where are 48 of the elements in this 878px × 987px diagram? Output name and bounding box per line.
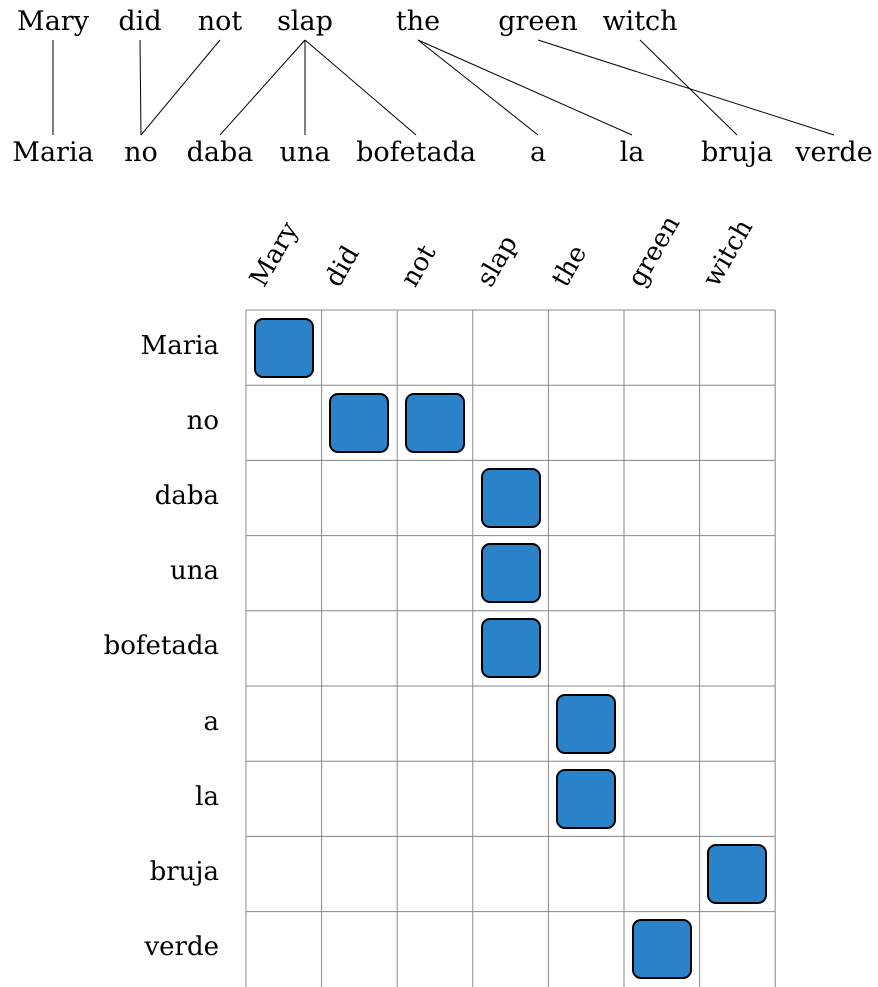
word-label: the (396, 6, 440, 38)
alignment-square (632, 919, 692, 980)
column-header: the (546, 240, 594, 292)
alignment-square (556, 768, 616, 829)
word-label: no (124, 137, 158, 169)
word-label: verde (795, 137, 873, 169)
row-header: a (203, 706, 219, 737)
alignment-line (640, 40, 738, 136)
word-label: slap (277, 6, 333, 38)
row-header: bruja (150, 857, 219, 887)
row-header: bofetada (104, 631, 219, 662)
word-label: la (620, 137, 644, 169)
alignment-square (480, 468, 541, 528)
word-label: green (498, 6, 578, 38)
alignment-square (329, 392, 390, 453)
alignment-line (418, 40, 538, 136)
column-header: did (319, 240, 366, 292)
alignment-square (480, 543, 541, 604)
alignment-line (538, 40, 834, 136)
word-label: a (530, 137, 546, 169)
alignment-square (707, 844, 768, 904)
alignment-square (254, 318, 314, 378)
row-header: Maria (140, 330, 219, 361)
row-header: no (186, 406, 219, 436)
alignment-square (405, 392, 465, 453)
alignment-line (52, 40, 54, 136)
alignment-line (140, 40, 142, 136)
column-header: not (395, 240, 442, 292)
word-label: Maria (12, 137, 94, 169)
row-header: daba (154, 481, 219, 511)
word-label: did (118, 6, 162, 38)
alignment-line (140, 40, 220, 136)
word-label: witch (602, 6, 678, 38)
alignment-square (556, 694, 616, 754)
alignment-square (480, 618, 541, 678)
alignment-line (220, 40, 306, 136)
word-label: bruja (700, 137, 774, 169)
row-header: verde (144, 932, 219, 962)
word-label: una (280, 137, 330, 169)
row-header: la (195, 782, 219, 812)
word-label: not (198, 6, 242, 38)
alignment-line (304, 40, 416, 136)
word-label: Mary (17, 6, 89, 38)
row-header: una (170, 556, 219, 586)
word-label: bofetada (356, 137, 476, 169)
alignment-line (304, 40, 306, 136)
word-label: daba (186, 137, 254, 169)
alignment-line (418, 40, 632, 136)
